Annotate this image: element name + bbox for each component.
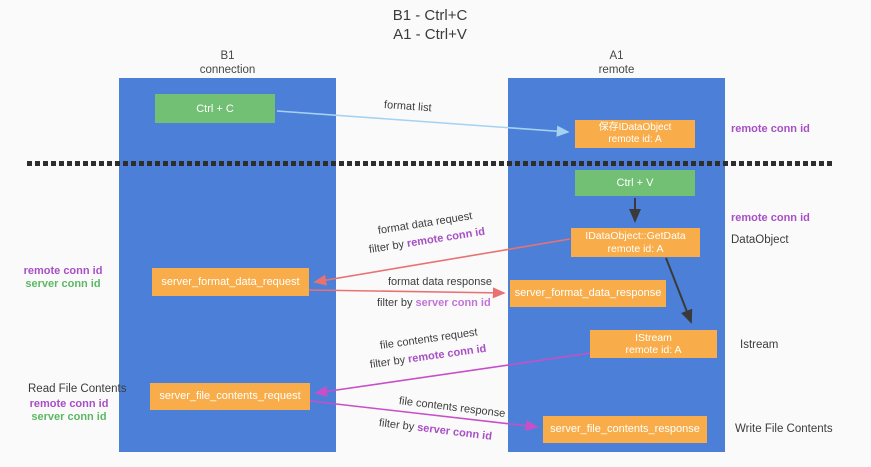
label-read-file-contents: Read File Contents bbox=[28, 383, 127, 395]
node-ctrl-c: Ctrl + C bbox=[155, 94, 275, 123]
title-line-2: A1 - Ctrl+V bbox=[393, 26, 467, 43]
node-server-file-contents-response: server_file_contents_response bbox=[543, 416, 707, 443]
node-istream-line1: IStream bbox=[635, 331, 672, 344]
title-line-1: B1 - Ctrl+C bbox=[392, 7, 468, 24]
lifeline-header-a1: A1 remote bbox=[508, 49, 725, 77]
node-idataobject-getdata: IDataObject::GetData remote id: A bbox=[571, 228, 700, 257]
node-server-file-contents-request-label: server_file_contents_request bbox=[159, 390, 301, 403]
node-getdata-line1: IDataObject::GetData bbox=[585, 230, 686, 242]
filter-by-text: filter by bbox=[369, 353, 409, 371]
edge-label-filter-server-2: filter by server conn id bbox=[378, 417, 492, 443]
node-ctrl-v: Ctrl + V bbox=[575, 170, 695, 196]
label-dataobject: DataObject bbox=[731, 234, 789, 246]
filter-by-text: filter by bbox=[377, 297, 416, 309]
edge-label-format-list: format list bbox=[383, 99, 432, 115]
label-remote-conn-id-left-1: remote conn id bbox=[23, 265, 103, 277]
lifeline-b1-name: B1 bbox=[220, 50, 235, 62]
node-istream: IStream remote id: A bbox=[590, 330, 717, 358]
filter-by-text: filter by bbox=[368, 238, 408, 256]
page-title: B1 - Ctrl+C A1 - Ctrl+V bbox=[0, 6, 860, 44]
node-save-idataobject-line2: remote id: A bbox=[608, 134, 662, 145]
node-save-idataobject-line1: 保存IDataObject bbox=[598, 121, 672, 133]
label-server-conn-id-left-2: server conn id bbox=[31, 411, 107, 423]
lifeline-a1-name: A1 bbox=[609, 50, 624, 62]
lifeline-a1-role: remote bbox=[598, 64, 635, 76]
node-save-idataobject: 保存IDataObject remote id: A bbox=[575, 120, 695, 148]
node-istream-line2: remote id: A bbox=[625, 344, 682, 356]
label-istream: Istream bbox=[740, 339, 779, 351]
node-server-format-data-response: server_format_data_response bbox=[510, 280, 666, 307]
server-conn-id-text: server conn id bbox=[416, 421, 493, 443]
node-server-file-contents-request: server_file_contents_request bbox=[150, 383, 310, 410]
label-remote-conn-id-left-2: remote conn id bbox=[29, 398, 109, 410]
label-write-file-contents: Write File Contents bbox=[735, 423, 833, 435]
edge-label-filter-server-1: filter by server conn id bbox=[377, 297, 491, 309]
node-ctrl-v-label: Ctrl + V bbox=[616, 177, 654, 189]
label-conn-ids-left-1: remote conn id server conn id bbox=[18, 265, 108, 291]
label-remote-conn-id-top-right: remote conn id bbox=[731, 123, 810, 135]
server-conn-id-text: server conn id bbox=[415, 297, 491, 309]
label-remote-conn-id-mid-right: remote conn id bbox=[731, 212, 810, 224]
lifeline-b1-role: connection bbox=[199, 64, 256, 76]
lifeline-header-b1: B1 connection bbox=[119, 49, 336, 77]
label-server-conn-id-left-1: server conn id bbox=[25, 278, 101, 290]
arrow-format-data-response bbox=[308, 287, 506, 299]
node-server-format-data-request: server_format_data_request bbox=[152, 268, 309, 296]
filter-by-text: filter by bbox=[378, 417, 418, 434]
node-server-format-data-response-label: server_format_data_response bbox=[514, 287, 662, 300]
node-server-format-data-request-label: server_format_data_request bbox=[161, 275, 300, 288]
dashed-divider bbox=[27, 161, 832, 166]
edge-label-file-contents-response: file contents response bbox=[398, 395, 506, 420]
node-getdata-line2: remote id: A bbox=[607, 242, 664, 255]
node-ctrl-c-label: Ctrl + C bbox=[196, 102, 234, 115]
edge-label-format-data-response: format data response bbox=[388, 276, 492, 288]
label-conn-ids-left-2: remote conn id server conn id bbox=[24, 398, 114, 424]
node-server-file-contents-response-label: server_file_contents_response bbox=[550, 423, 700, 436]
